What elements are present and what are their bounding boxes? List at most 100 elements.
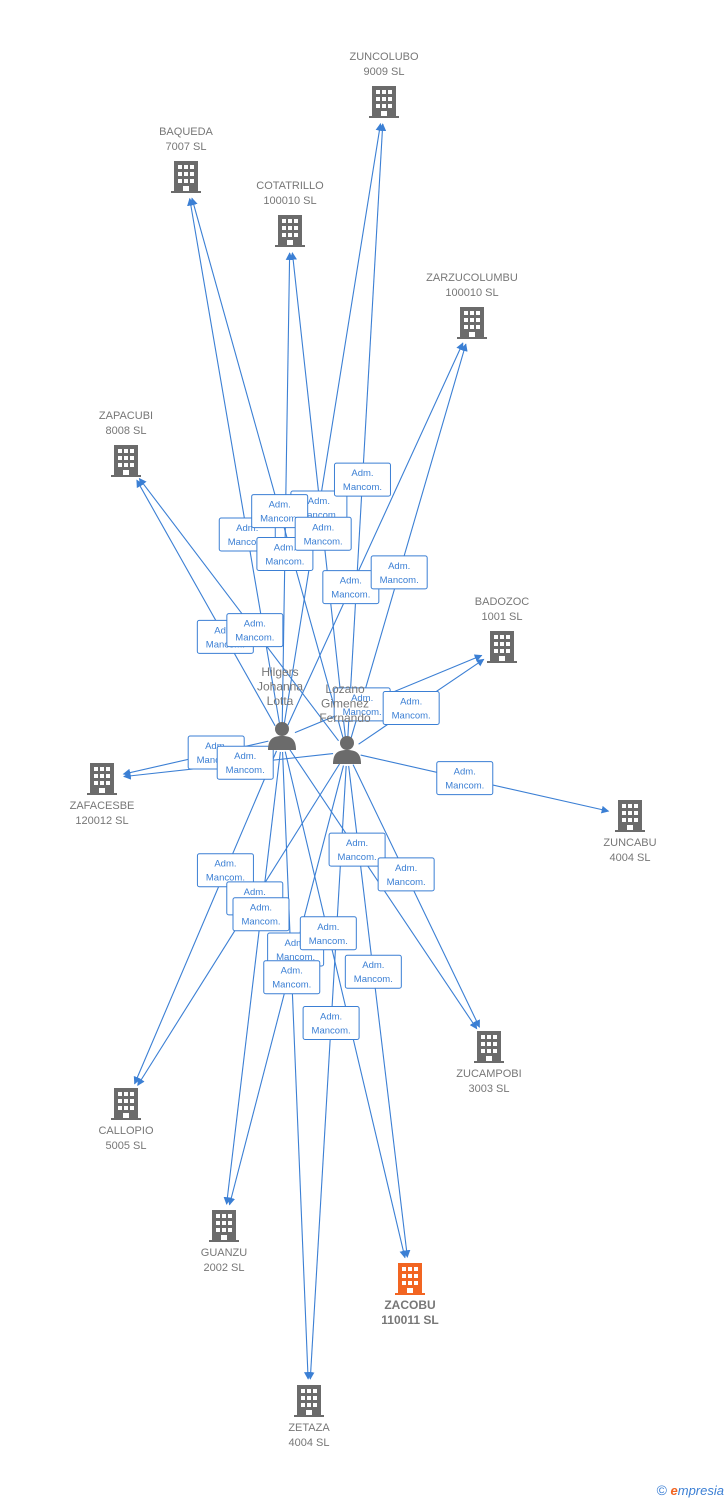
relation-type-line2: Mancom. xyxy=(206,639,245,650)
building-icon xyxy=(171,161,201,193)
relation-type-line1: Adm. xyxy=(214,625,236,636)
person-name-line: Lozano xyxy=(325,682,365,696)
relation-type-line1: Adm. xyxy=(395,863,417,874)
edge-hilgers-zetaza xyxy=(282,751,312,1380)
company-name: ZARZUCOLUMBU xyxy=(426,272,518,284)
relation-type-line1: Adm. xyxy=(269,500,291,511)
relation-type-line2: Mancom. xyxy=(272,980,311,991)
building-icon xyxy=(87,763,117,795)
relation-type-line1: Adm. xyxy=(320,1011,342,1022)
building-icon xyxy=(457,307,487,339)
company-capital: 120012 SL xyxy=(75,815,128,827)
relation-label[interactable]: Adm.Mancom. xyxy=(370,555,428,590)
company-capital: 1001 SL xyxy=(482,611,523,623)
relation-label[interactable]: Adm.Mancom. xyxy=(377,857,435,892)
relation-label[interactable]: Adm.Mancom. xyxy=(344,954,402,989)
relation-label[interactable]: Adm.Mancom. xyxy=(328,832,386,867)
edge-hilgers-callopio xyxy=(133,750,278,1085)
company-name: ZAPACUBI xyxy=(99,410,153,422)
edge-lozano-zuncolubo xyxy=(347,123,387,739)
brand-name: mpresia xyxy=(677,1483,724,1498)
brand-footer: © empresia xyxy=(657,1482,724,1498)
company-capital: 100010 SL xyxy=(263,195,316,207)
relation-label[interactable]: Adm. Mancom. xyxy=(436,761,494,796)
relation-type-line2: Mancom. xyxy=(260,514,299,525)
person-name-line: Gimenez xyxy=(321,697,369,711)
relation-type-line1: Adm. xyxy=(400,697,422,708)
relation-type-line1: Adm. xyxy=(250,903,272,914)
relation-label[interactable]: Adm. Mancom. xyxy=(263,960,321,995)
company-zarzucolumbu[interactable]: ZARZUCOLUMBU 100010 SL xyxy=(426,272,518,339)
relation-type-line2: Mancom. xyxy=(197,755,236,766)
company-capital: 100010 SL xyxy=(445,287,498,299)
company-name: ZACOBU xyxy=(384,1298,435,1312)
relation-type-line1: Adm. xyxy=(340,576,362,587)
person-name-line: Lotta xyxy=(267,694,294,708)
building-icon xyxy=(111,445,141,477)
building-icon xyxy=(275,215,305,247)
relation-label[interactable]: Adm.Mancom. xyxy=(196,853,254,888)
edge-hilgers-guanzu xyxy=(223,751,281,1205)
relation-type-line2: Mancom. xyxy=(228,537,267,548)
person-name-line: Fernando xyxy=(319,711,371,725)
relation-type-line2: Mancom. xyxy=(445,781,484,792)
relation-type-line2: Mancom. xyxy=(392,711,431,722)
relation-type-line1: Adm. xyxy=(244,887,266,898)
relation-label[interactable]: Adm. Mancom. xyxy=(322,570,380,605)
relation-label[interactable]: Adm. Mancom. xyxy=(302,1005,360,1040)
building-icon xyxy=(474,1031,504,1063)
edge-hilgers-zuncolubo xyxy=(283,122,384,725)
person-icon xyxy=(268,722,296,750)
relation-label[interactable]: Adm. Mancom. xyxy=(382,691,440,726)
relation-type-line1: Adm. xyxy=(317,922,339,933)
building-icon xyxy=(615,800,645,832)
relation-type-line2: Mancom. xyxy=(338,852,377,863)
relation-type-line2: Mancom. xyxy=(312,1025,351,1036)
company-name: ZUNCABU xyxy=(603,837,656,849)
relation-type-line2: Mancom. xyxy=(299,510,338,521)
person-name-line: Hilgers xyxy=(261,665,298,679)
relation-type-line2: Mancom. xyxy=(226,765,265,776)
relation-label[interactable]: Adm. Mancom. xyxy=(232,897,290,932)
relation-type-line1: Adm. xyxy=(454,767,476,778)
relation-label[interactable]: Adm.Mancom. xyxy=(226,613,284,648)
relation-type-line2: Mancom. xyxy=(235,633,274,644)
company-name: ZETAZA xyxy=(288,1422,330,1434)
edge-lozano-zucampobi xyxy=(352,764,480,1028)
company-name: ZAFACESBE xyxy=(70,800,135,812)
brand-initial: e xyxy=(670,1483,678,1498)
company-name: CALLOPIO xyxy=(98,1125,153,1137)
relation-label[interactable]: Adm. Mancom. xyxy=(251,494,309,529)
edge-hilgers-cotatrillo xyxy=(281,252,294,725)
building-icon xyxy=(209,1210,239,1242)
relation-type-line1: Adm. xyxy=(312,522,334,533)
relation-type-line2: Mancom. xyxy=(241,917,280,928)
relation-type-line2: Mancom. xyxy=(343,707,382,718)
company-zafacesbe[interactable]: ZAFACESBE 120012 SL xyxy=(70,763,135,827)
company-zapacubi[interactable]: ZAPACUBI 8008 SL xyxy=(99,410,153,477)
relation-type-line1: Adm. xyxy=(351,468,373,479)
relation-label[interactable]: Adm.Mancom. xyxy=(333,462,391,497)
company-capital: 8008 SL xyxy=(106,425,147,437)
relation-label[interactable]: Adm.Mancom. xyxy=(216,745,274,780)
edge-hilgers-zacobu xyxy=(284,751,408,1259)
relation-type-line2: Mancom. xyxy=(331,590,370,601)
relation-type-line1: Adm. xyxy=(281,966,303,977)
company-capital: 2002 SL xyxy=(204,1262,245,1274)
relation-label[interactable]: Adm.Mancom. xyxy=(299,916,357,951)
relation-label[interactable]: Adm.Mancom. xyxy=(294,516,352,551)
relation-type-line1: Adm. xyxy=(274,542,296,553)
